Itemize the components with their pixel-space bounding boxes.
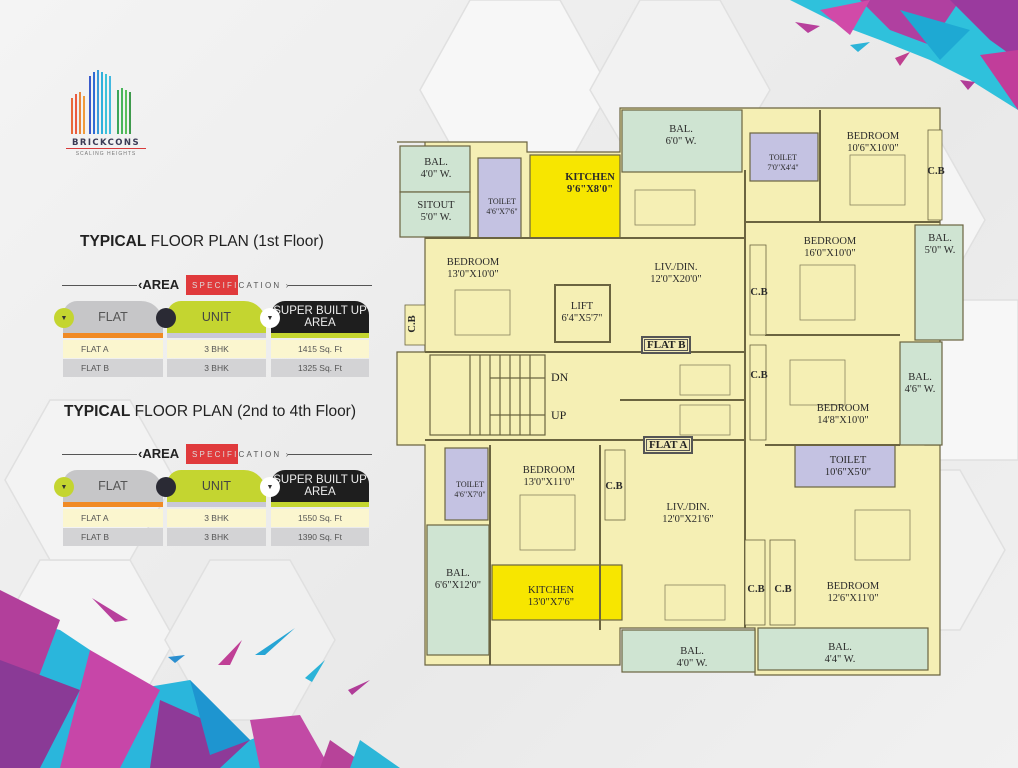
room-cupboard: C.B — [774, 584, 792, 595]
specification-word: SPECIFICATION › — [192, 281, 291, 290]
header-super-built-up-area: SUPER BUILT UP AREA — [271, 301, 369, 333]
room-living-dining: LIV./DIN.12'0"X21'6" — [662, 502, 714, 525]
cell-flat: FLAT A — [63, 340, 163, 358]
cell-area: 1390 Sq. Ft — [271, 528, 369, 546]
cell-area: 1325 Sq. Ft — [271, 359, 369, 377]
cell-unit: 3 BHK — [167, 340, 266, 358]
cell-unit: 3 BHK — [167, 359, 266, 377]
room-cupboard: C.B — [927, 166, 945, 177]
specification-word: SPECIFICATION › — [192, 450, 291, 459]
header-super-built-up-area: SUPER BUILT UP AREA — [271, 470, 369, 502]
area-specification-heading-1: ‹AREA SPECIFICATION › — [62, 275, 372, 295]
cell-unit: 3 BHK — [167, 509, 266, 527]
area-table-2nd-to-4th-floor: FLAT UNIT SUPER BUILT UP AREA ▼ ▼ FLAT A… — [54, 470, 370, 550]
brand-logo: BRICKCONS SCALING HEIGHTS — [66, 68, 156, 158]
cell-unit: 3 BHK — [167, 528, 266, 546]
room-living-dining: LIV./DIN.12'0"X20'0" — [650, 262, 702, 285]
triangle-down-icon: ▼ — [260, 308, 280, 328]
room-cupboard: C.B — [407, 315, 418, 333]
room-balcony: BAL.4'0" W. — [676, 646, 708, 669]
cell-flat: FLAT B — [63, 359, 163, 377]
room-balcony: BAL.5'0" W. — [924, 233, 956, 256]
cell-area: 1415 Sq. Ft — [271, 340, 369, 358]
room-cupboard: C.B — [747, 584, 765, 595]
cell-flat: FLAT B — [63, 528, 163, 546]
section-title-1st-floor: TYPICAL FLOOR PLAN (1st Floor) — [80, 233, 324, 250]
room-cupboard: C.B — [605, 481, 623, 492]
buildings-logo-icon — [71, 70, 131, 134]
room-balcony: BAL.6'0" W. — [665, 124, 697, 147]
section-title-2nd-to-4th-floor: TYPICAL FLOOR PLAN (2nd to 4th Floor) — [64, 403, 357, 420]
triangle-down-icon: ▼ — [260, 477, 280, 497]
flat-b-tag: FLAT B — [641, 336, 692, 354]
area-word: ‹AREA — [138, 277, 180, 292]
stairs-up-label: UP — [551, 408, 567, 422]
room-balcony: BAL.4'6" W. — [904, 372, 936, 395]
room-cupboard: C.B — [750, 287, 768, 298]
header-flat: FLAT — [63, 470, 163, 502]
triangle-down-icon: ▼ — [54, 477, 74, 497]
flat-a-tag: FLAT A — [643, 436, 694, 454]
header-flat: FLAT — [63, 301, 163, 333]
room-cupboard: C.B — [750, 370, 768, 381]
room-balcony: BAL.4'4" W. — [824, 642, 856, 665]
cell-area: 1550 Sq. Ft — [271, 509, 369, 527]
header-unit: UNIT — [167, 301, 266, 333]
brand-name: BRICKCONS — [66, 138, 146, 149]
room-balcony: BAL.6'6"X12'0" — [434, 568, 482, 591]
dot-icon — [156, 477, 176, 497]
header-unit: UNIT — [167, 470, 266, 502]
area-specification-heading-2: ‹AREA SPECIFICATION › — [62, 444, 372, 464]
triangle-down-icon: ▼ — [54, 308, 74, 328]
area-word: ‹AREA — [138, 446, 180, 461]
cell-flat: FLAT A — [63, 509, 163, 527]
brand-tagline: SCALING HEIGHTS — [75, 151, 137, 157]
dot-icon — [156, 308, 176, 328]
area-table-1st-floor: FLAT UNIT SUPER BUILT UP AREA ▼ ▼ FLAT A… — [54, 301, 370, 381]
stairs-down-label: DN — [551, 370, 569, 384]
room-balcony: BAL.4'0" W. — [420, 157, 452, 180]
